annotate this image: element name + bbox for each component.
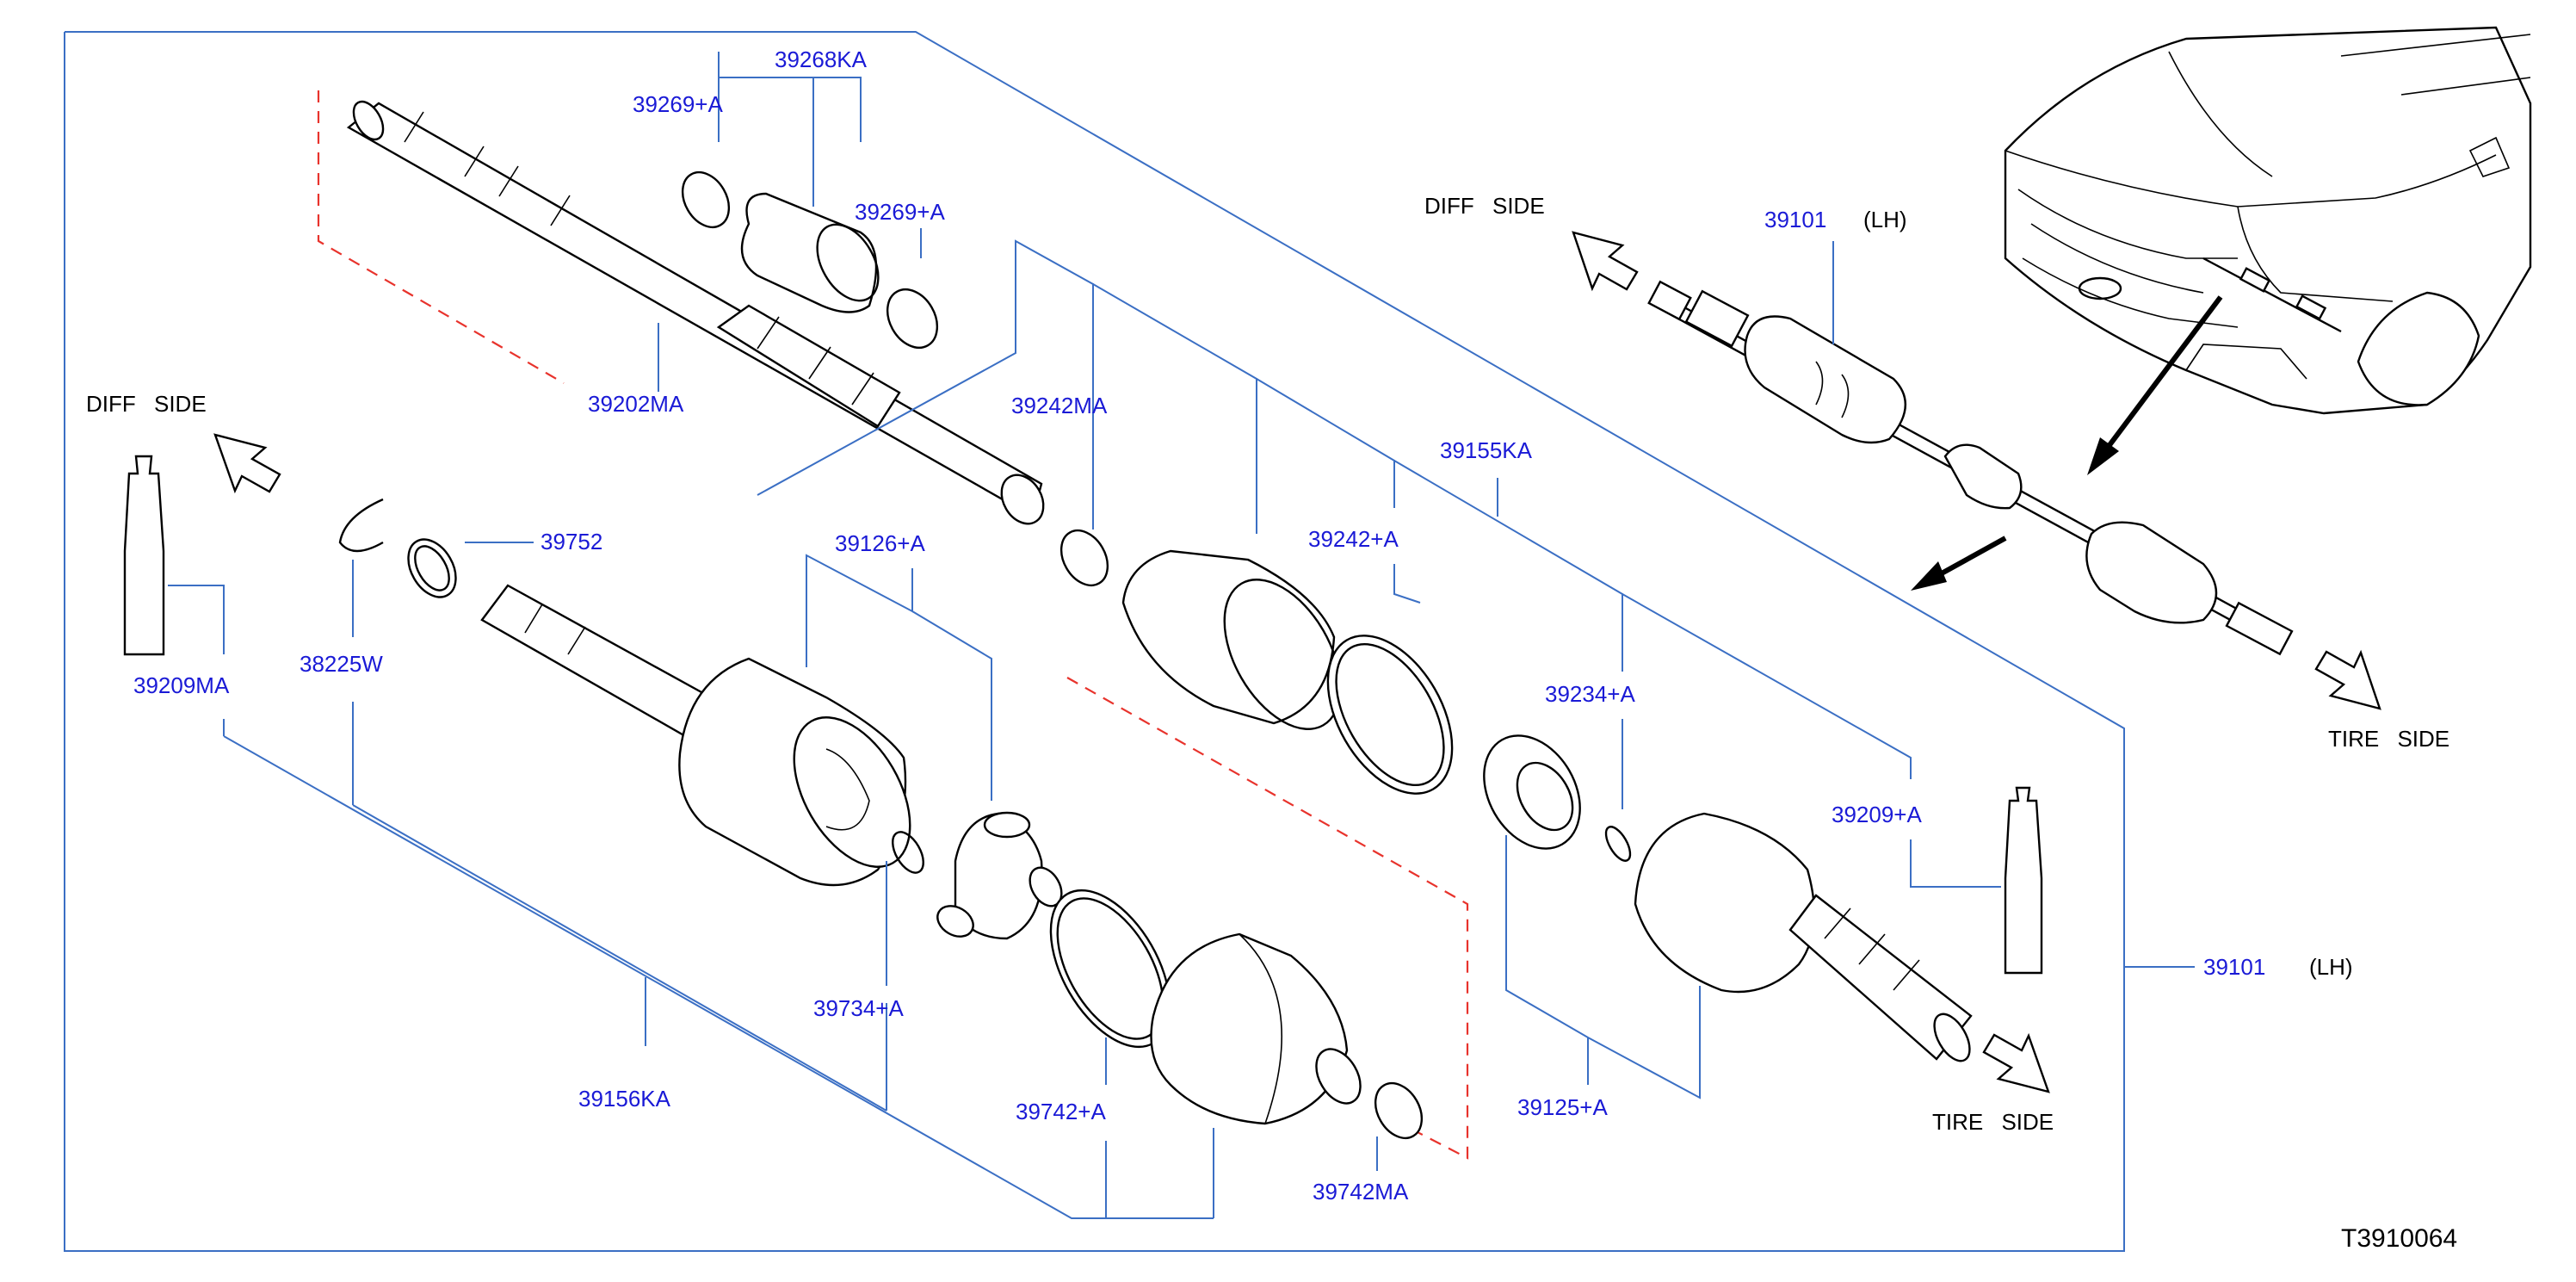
callout-39234A: 39234+A — [1545, 681, 1635, 707]
grease-tube-39209MA-drawing — [123, 455, 165, 656]
boot-39155KA-drawing — [1059, 530, 1454, 795]
circlip-38225W-drawing — [338, 498, 384, 553]
boot-39742A-drawing — [1049, 889, 1424, 1139]
tripod-joint-drawing — [936, 811, 1063, 940]
callout-39734A: 39734+A — [813, 995, 904, 1021]
outer-joint-39125A-drawing — [1634, 812, 2050, 1093]
ball-cage-39234A-drawing — [1483, 734, 1632, 862]
label-diff-side-right: DIFF SIDE — [1424, 193, 1545, 219]
callout-39752: 39752 — [541, 529, 602, 554]
callout-39268KA: 39268KA — [775, 46, 868, 72]
alignment-guides — [317, 90, 1469, 1160]
callout-labels: 39268KA 39269+A 39269+A 39202MA 39752 38… — [86, 46, 2457, 1253]
vehicle-illustration — [2004, 26, 2532, 475]
label-tire-side-top: TIRE SIDE — [2328, 726, 2449, 752]
label-diff-side-left: DIFF SIDE — [86, 391, 207, 417]
drawing-id: T3910064 — [2341, 1224, 2457, 1253]
snap-ring-39734A-drawing — [892, 831, 924, 874]
callout-39101-right: 39101 — [2203, 954, 2265, 980]
callout-39155KA: 39155KA — [1440, 437, 1533, 463]
shaft-39202MA-drawing — [346, 100, 1045, 525]
callout-39209A: 39209+A — [1832, 802, 1922, 827]
callout-39156KA: 39156KA — [578, 1086, 671, 1112]
callout-38225W: 38225W — [300, 651, 383, 677]
joint-housing-39126A-drawing — [480, 584, 911, 887]
leader-lines — [168, 52, 2195, 1219]
ring-39752-drawing — [407, 538, 457, 598]
callout-39269A-right: 39269+A — [855, 199, 945, 225]
callout-39242MA: 39242MA — [1011, 393, 1108, 418]
assembly-frame — [64, 31, 2125, 1252]
callout-39269A-top: 39269+A — [633, 91, 723, 117]
grease-tube-39209A-drawing — [2004, 786, 2043, 975]
callout-39742A: 39742+A — [1016, 1099, 1106, 1124]
callout-39209MA: 39209MA — [133, 672, 230, 698]
callout-lh-right: (LH) — [2309, 954, 2353, 980]
boot-39268KA-drawing — [681, 171, 939, 349]
callout-39101-top: 39101 — [1764, 207, 1826, 232]
callout-39125A: 39125+A — [1517, 1094, 1608, 1120]
callout-39126A: 39126+A — [835, 530, 925, 556]
callout-lh-top: (LH) — [1863, 207, 1907, 232]
callout-39242A: 39242+A — [1308, 526, 1399, 552]
callout-39742MA: 39742MA — [1313, 1179, 1409, 1205]
driveshaft-assembly-drawing — [1572, 231, 2381, 710]
diff-side-arrow-left — [213, 433, 281, 494]
label-tire-side-bottom: TIRE SIDE — [1932, 1109, 2054, 1135]
callout-39202MA: 39202MA — [588, 391, 684, 417]
